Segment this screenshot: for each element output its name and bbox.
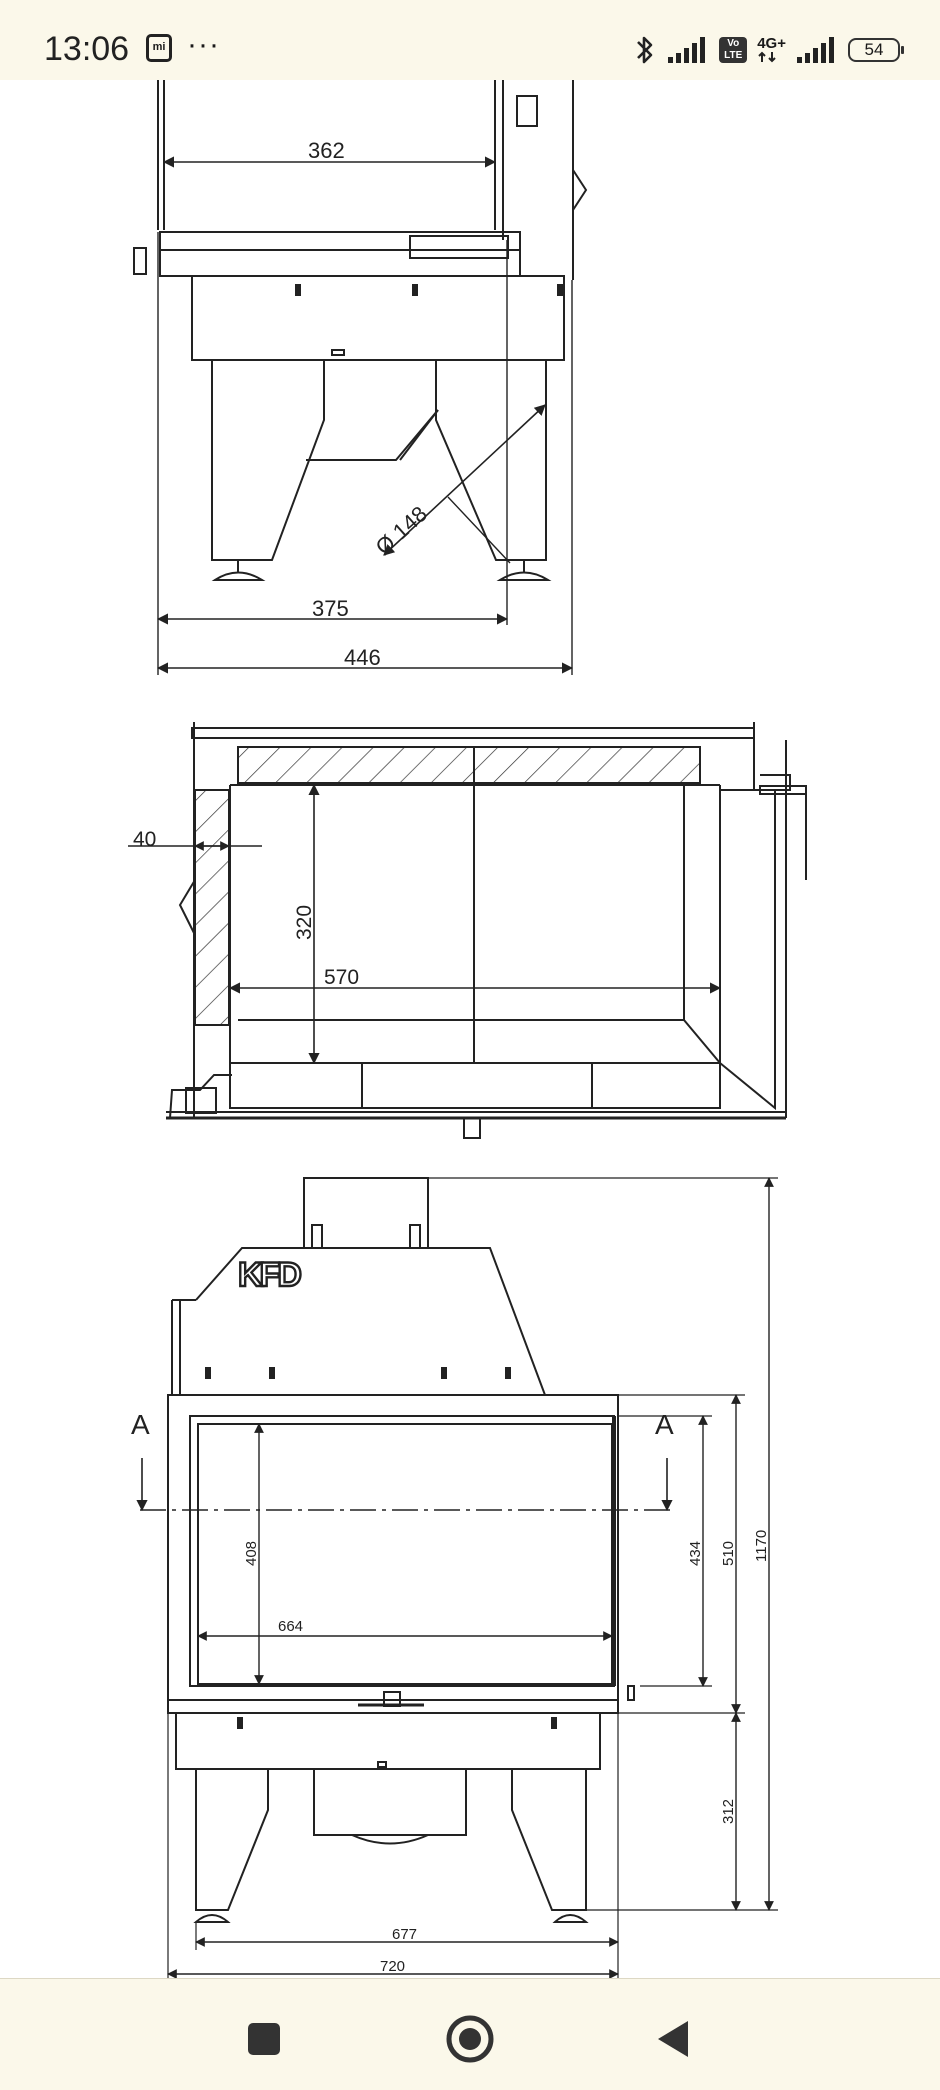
signal-icon-2: [797, 37, 834, 63]
technical-drawing: KFD 362 Ø 148 375 446 40 320 570 A A 408…: [128, 80, 807, 1978]
dim-door-height: 434: [687, 1541, 704, 1566]
dim-inner-width: 362: [308, 138, 345, 163]
dim-width: 570: [324, 966, 359, 989]
volte-badge: Vo LTE: [719, 37, 748, 63]
back-triangle-icon[interactable]: [644, 2009, 704, 2069]
section-mark-right: A: [655, 1409, 674, 1440]
dim-total-depth: 446: [344, 645, 381, 670]
section-view: [128, 722, 807, 1139]
status-time: 13:06: [44, 30, 130, 68]
recents-square-icon[interactable]: [234, 2009, 294, 2069]
battery-indicator: 54: [848, 38, 904, 62]
dim-glass-width: 664: [278, 1618, 303, 1635]
front-view: [136, 1177, 778, 1978]
dim-leg-height: 312: [720, 1799, 737, 1824]
dim-body-height: 510: [720, 1541, 737, 1566]
network-type: 4G+: [757, 35, 786, 52]
home-circle-icon[interactable]: [440, 2009, 500, 2069]
side-view: [133, 80, 588, 675]
drawing-viewer[interactable]: KFD 362 Ø 148 375 446 40 320 570 A A 408…: [0, 80, 940, 1978]
dim-base-width: 677: [392, 1926, 417, 1943]
dim-wall: 40: [133, 828, 156, 851]
dim-total-height: 1170: [753, 1530, 770, 1562]
signal-icon: [668, 37, 706, 63]
brand-logo: KFD: [238, 1256, 301, 1294]
mi-app-icon: mi: [146, 34, 172, 62]
bluetooth-icon: [637, 36, 653, 64]
dim-total-width: 720: [380, 1958, 405, 1975]
data-activity-icon: [758, 51, 776, 63]
dim-flue-diameter: Ø 148: [371, 501, 432, 560]
dim-glass-height: 408: [243, 1541, 260, 1566]
status-icons: Vo LTE 4G+ 54: [633, 30, 904, 70]
status-bar: 13:06 mi ··· Vo LTE 4G+ 54: [0, 0, 940, 80]
dim-base-depth: 375: [312, 596, 349, 621]
dim-height: 320: [293, 905, 316, 940]
navigation-bar: [0, 1978, 940, 2090]
more-notifications-indicator: ···: [187, 28, 220, 61]
section-mark-left: A: [131, 1409, 150, 1440]
